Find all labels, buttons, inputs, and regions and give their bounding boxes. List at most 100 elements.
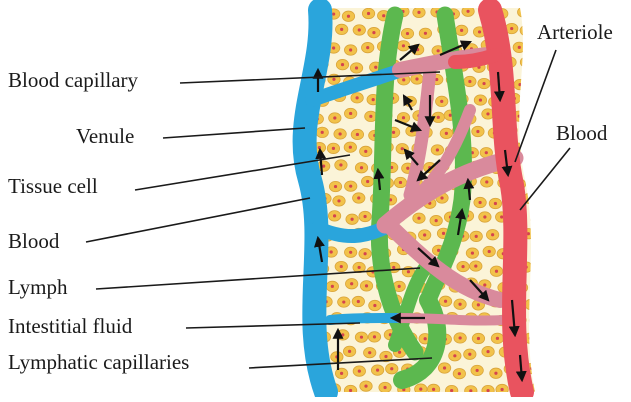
- tissue-cell: [432, 112, 444, 122]
- tissue-cell: [490, 266, 502, 276]
- tissue-cell: [464, 76, 476, 86]
- tissue-cell: [327, 143, 339, 153]
- tissue-cell: [529, 315, 541, 325]
- tissue-cell: [368, 27, 380, 37]
- tissue-cell: [328, 211, 340, 221]
- tissue-cell: [401, 28, 413, 38]
- tissue-cell: [344, 142, 356, 152]
- label-blood-right: Blood: [556, 123, 607, 144]
- tissue-cell: [438, 363, 450, 373]
- tissue-cell: [440, 128, 452, 138]
- tissue-cell: [355, 332, 367, 342]
- tissue-cell: [470, 231, 482, 241]
- tissue-cell: [344, 181, 356, 191]
- tissue-cell: [436, 96, 448, 106]
- tissue-cell: [445, 385, 457, 395]
- tissue-cell: [520, 57, 532, 67]
- tissue-cell: [523, 161, 535, 171]
- tissue-cell: [483, 246, 495, 256]
- tissue-cell: [453, 368, 465, 378]
- tissue-cell: [362, 42, 374, 52]
- tissue-cell: [346, 214, 358, 224]
- tissue-cell: [418, 230, 430, 240]
- tissue-cell: [533, 44, 545, 54]
- tissue-cell: [335, 261, 347, 271]
- tissue-cell: [514, 79, 526, 89]
- tissue-cell: [454, 333, 466, 343]
- tissue-cell: [379, 382, 391, 392]
- tissue-cell: [523, 95, 535, 105]
- tissue-cell: [531, 215, 543, 225]
- tissue-cell: [513, 42, 525, 52]
- tissue-cell: [344, 247, 356, 257]
- leader-blood-left: [86, 198, 310, 242]
- tissue-cell: [532, 247, 544, 257]
- tissue-cell: [333, 196, 345, 206]
- tissue-cell: [344, 108, 356, 118]
- tissue-cell: [479, 212, 491, 222]
- tissue-cell: [353, 193, 365, 203]
- tissue-cell: [294, 9, 306, 19]
- tissue-cell: [353, 25, 365, 35]
- tissue-cell: [329, 181, 341, 191]
- tissue-cell: [291, 247, 303, 257]
- tissue-cell: [472, 126, 484, 136]
- tissue-cell: [486, 230, 498, 240]
- tissue-cell: [419, 28, 431, 38]
- tissue-cell: [462, 6, 474, 16]
- tissue-cell: [520, 25, 532, 35]
- tissue-cell: [471, 365, 483, 375]
- tissue-cell: [360, 381, 372, 391]
- tissue-cell: [345, 279, 357, 289]
- tissue-cell: [351, 93, 363, 103]
- tissue-cell: [326, 281, 338, 291]
- tissue-cell: [316, 127, 328, 137]
- tissue-cell: [362, 8, 374, 18]
- tissue-cell: [355, 163, 367, 173]
- tissue-cell: [530, 146, 542, 156]
- tissue-cell: [361, 176, 373, 186]
- tissue-cell: [496, 384, 508, 394]
- tissue-cell: [472, 333, 484, 343]
- label-blood-left: Blood: [8, 231, 59, 252]
- tissue-cell: [343, 346, 355, 356]
- tissue-cell: [369, 300, 381, 310]
- tissue-cell: [413, 7, 425, 17]
- label-interstitial-fluid: Intestitial fluid: [8, 316, 132, 337]
- tissue-cell: [338, 297, 350, 307]
- tissue-cell: [491, 333, 503, 343]
- tissue-cell: [478, 78, 490, 88]
- label-arteriole: Arteriole: [537, 22, 613, 43]
- tissue-cell: [490, 368, 502, 378]
- tissue-cell: [329, 113, 341, 123]
- tissue-cell: [344, 385, 356, 395]
- tissue-cell: [394, 177, 406, 187]
- label-blood-capillary: Blood capillary: [8, 70, 138, 91]
- label-tissue-cell: Tissue cell: [8, 176, 98, 197]
- tissue-cell: [352, 296, 364, 306]
- tissue-cell: [296, 380, 308, 390]
- tissue-cell: [344, 45, 356, 55]
- tissue-cell: [295, 44, 307, 54]
- tissue-cell: [482, 385, 494, 395]
- tissue-cell: [533, 346, 545, 356]
- tissue-cell: [386, 364, 398, 374]
- tissue-cell: [482, 346, 494, 356]
- tissue-cell: [449, 351, 461, 361]
- tissue-cell: [364, 347, 376, 357]
- tissue-cell: [397, 41, 409, 51]
- tissue-cell: [465, 386, 477, 396]
- tissue-cell: [532, 382, 544, 392]
- tissue-cell: [331, 352, 343, 362]
- label-venule: Venule: [76, 126, 134, 147]
- tissue-cell: [427, 384, 439, 394]
- tissue-cell: [413, 213, 425, 223]
- tissue-cell: [481, 177, 493, 187]
- venule-main: [305, 10, 326, 392]
- tissue-cell: [359, 249, 371, 259]
- tissue-cell: [350, 63, 362, 73]
- tissue-cell: [336, 59, 348, 69]
- tissue-cell: [342, 11, 354, 21]
- tissue-cell: [360, 281, 372, 291]
